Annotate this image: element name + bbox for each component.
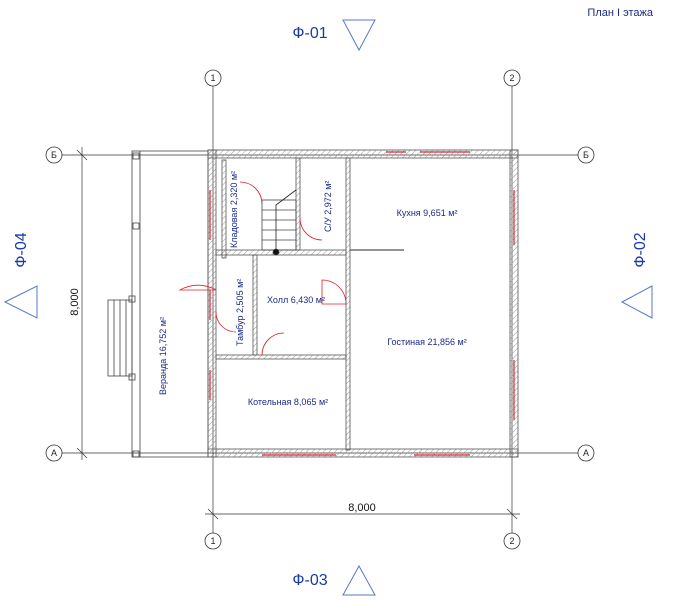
facade-marker-right [620, 285, 653, 319]
axis-bubble-a-left [45, 444, 63, 462]
door-holl-right [321, 279, 347, 305]
axis-label-b-right: Б [583, 150, 589, 160]
axis-bubble-2-top [503, 69, 521, 87]
axis-label-a-right: А [583, 448, 589, 458]
room-label-kuhnya: Кухня 9,651 м² [397, 208, 458, 218]
axis-label-2-top: 2 [509, 73, 514, 83]
wall-mid-vertical [345, 157, 351, 451]
facade-marker-bottom [342, 564, 376, 596]
wall-kladovaya-left [221, 159, 227, 259]
veranda [107, 150, 209, 458]
axis-bubble-b-right [577, 146, 595, 164]
door-kladovaya [239, 181, 263, 205]
axis-bubble-1-bottom [204, 532, 222, 550]
axis-label-1-bottom: 1 [210, 536, 215, 546]
stair [261, 189, 297, 256]
axis-bubble-2-bottom [503, 532, 521, 550]
axis-label-1-top: 1 [210, 73, 215, 83]
room-labels: Кладовая 2,320 м² С/У 2,972 м² Кухня 9,6… [158, 171, 467, 407]
wall-left [207, 149, 217, 458]
wall-bottom [207, 448, 519, 458]
axis-label-b-left: Б [51, 150, 57, 160]
room-label-tambur: Тамбур 2,505 м² [235, 279, 245, 346]
axis-label-2-bottom: 2 [509, 536, 514, 546]
axis-bubble-labels: 1 2 1 2 Б Б А А [51, 73, 589, 546]
facade-label-right: Ф-02 [632, 232, 649, 267]
door-holl-bottom [261, 332, 285, 356]
wall-tambur-right [252, 254, 258, 356]
facade-marker-top [342, 19, 376, 52]
door-su [299, 217, 323, 241]
wall-top [207, 149, 519, 159]
facade-markers [3, 19, 653, 596]
wall-kotelnaya-top [215, 354, 347, 360]
facade-label-bottom: Ф-03 [292, 572, 327, 589]
axis-bubble-a-right [577, 444, 595, 462]
wall-su-left [295, 157, 301, 251]
room-label-su: С/У 2,972 м² [323, 181, 333, 232]
facade-label-top: Ф-01 [292, 25, 327, 42]
room-label-gostinaya: Гостиная 21,856 м² [387, 337, 467, 347]
facade-marker-left [3, 285, 38, 319]
room-label-kladovaya: Кладовая 2,320 м² [229, 171, 239, 248]
room-label-kotelnaya: Котельная 8,065 м² [248, 397, 328, 407]
axis-bubbles [45, 69, 595, 550]
facade-label-left: Ф-04 [13, 232, 30, 267]
dimension-vertical [76, 147, 88, 460]
wall-mid-horizontal [215, 249, 347, 256]
room-label-veranda: Веранда 16,752 м² [158, 317, 168, 395]
axis-bubble-b-left [45, 146, 63, 164]
veranda-outline [131, 150, 209, 458]
axis-bubble-1-top [204, 69, 222, 87]
sheet-title: План I этажа [587, 7, 653, 19]
door-tambur [215, 311, 237, 333]
room-label-holl: Холл 6,430 м² [267, 295, 325, 305]
windows [209, 151, 515, 456]
dimension-horizontal-value: 8,000 [348, 502, 376, 514]
axis-label-a-left: А [51, 448, 57, 458]
wall-right [509, 149, 519, 458]
exterior-walls [207, 149, 519, 458]
dimension-horizontal [205, 508, 520, 520]
door-veranda [178, 284, 217, 291]
dimension-vertical-value: 8,000 [69, 288, 81, 316]
doors [178, 181, 347, 356]
